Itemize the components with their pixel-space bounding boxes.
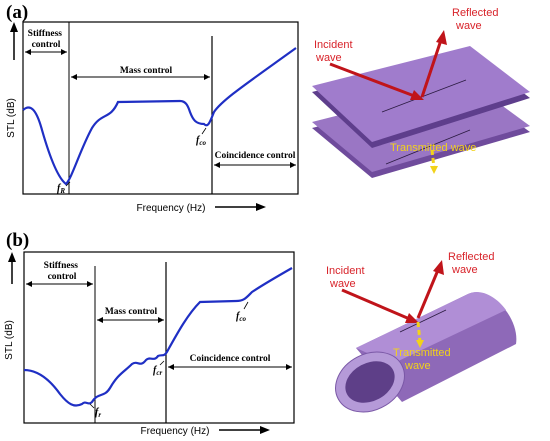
y-axis-label-a: STL (dB) — [6, 98, 17, 138]
incident-wave-label-a: Incident wave — [314, 39, 356, 64]
mass-arrowhead-right-a — [204, 74, 210, 80]
incident-wave-arrowhead-a — [410, 90, 424, 100]
cylinder-end-inner — [345, 361, 395, 403]
stiffness-arrowhead-left-a — [25, 49, 31, 55]
x-axis-arrowhead-b — [260, 426, 270, 434]
reflected-wave-arrow-a — [420, 39, 443, 98]
stiffness-label-a-2: control — [32, 40, 61, 50]
coincidence-arrowhead-right-a — [290, 162, 296, 168]
reflected-wave-label-a: Reflected wave — [452, 7, 502, 32]
stiffness-label-b-1: Stiffness — [44, 261, 79, 271]
incident-wave-arrow-b — [341, 288, 413, 322]
incident-wave-arrowhead-b — [405, 313, 419, 323]
reflected-wave-label-b-2: wave — [451, 264, 478, 276]
marker-fcr-b-pointer — [159, 360, 165, 366]
panel-label-b: (b) — [6, 230, 30, 251]
coincidence-label-a: Coincidence control — [215, 151, 296, 161]
stiffness-label-b-2: control — [48, 272, 77, 282]
x-axis-label-b: Frequency (Hz) — [141, 426, 210, 437]
x-axis-arrowhead-a — [256, 203, 266, 211]
transmitted-wave-arrowhead-b — [416, 340, 424, 348]
cylinder-line — [399, 309, 447, 333]
stl-curve-a — [22, 47, 297, 186]
coincidence-arrowhead-left-b — [168, 364, 174, 370]
panel-a-figure: STL (dB) Stiffness control Mass control … — [6, 7, 530, 214]
stiffness-label-a: Stiffness control — [28, 29, 65, 50]
reflected-wave-arrow-b — [416, 269, 440, 319]
reflected-wave-arrowhead-b — [433, 260, 444, 275]
stiffness-label-b: Stiffness control — [44, 261, 81, 282]
lower-plate-line — [385, 129, 471, 165]
panel-label-a: (a) — [6, 2, 29, 23]
transmitted-wave-label-a: Transmitted wave — [390, 142, 476, 154]
coincidence-arrowhead-right-b — [286, 364, 292, 370]
incident-wave-label-a-2: wave — [315, 52, 342, 64]
coincidence-arrowhead-left-a — [214, 162, 220, 168]
mass-label-b: Mass control — [105, 307, 158, 317]
reflected-wave-arrowhead-a — [436, 30, 447, 45]
coincidence-label-b: Coincidence control — [190, 354, 271, 364]
plot-frame-a — [22, 21, 299, 195]
reflected-wave-label-a-2: wave — [455, 20, 482, 32]
upper-plate — [312, 46, 530, 142]
stl-curve-b — [23, 267, 293, 407]
cylinder-highlight — [356, 291, 506, 364]
incident-wave-arrow-a — [329, 62, 418, 99]
panel-b: (b) STL (dB) Stiffness control Mass cont… — [0, 222, 550, 441]
plot-frame-b — [23, 251, 295, 424]
incident-wave-label-b-2: wave — [329, 278, 356, 290]
marker-fr-a-pointer — [65, 181, 71, 187]
marker-fco-a: fco — [196, 135, 206, 147]
reflected-wave-label-b: Reflected wave — [448, 251, 498, 276]
stiffness-arrowhead-right-a — [61, 49, 67, 55]
marker-fr-b-pointer — [89, 403, 95, 409]
marker-fco-a-pointer — [201, 127, 207, 135]
transmitted-wave-arrowhead-a — [430, 166, 438, 174]
upper-plate-line — [381, 79, 467, 113]
mass-label-a: Mass control — [120, 66, 173, 76]
plates-illustration — [312, 46, 530, 178]
stiffness-arrowhead-right-b — [87, 281, 93, 287]
mass-arrowhead-right-b — [158, 317, 164, 323]
y-axis-arrowhead-b — [8, 252, 16, 262]
incident-wave-label-b-1: Incident — [326, 265, 365, 277]
panel-b-figure: STL (dB) Stiffness control Mass control … — [4, 251, 517, 437]
mass-arrowhead-left-b — [97, 317, 103, 323]
transmitted-wave-label-b-2: wave — [404, 360, 431, 372]
stiffness-arrowhead-left-b — [26, 281, 32, 287]
marker-fr-a: fR — [57, 183, 65, 195]
panel-a: (a) STL (dB) Stiffness control Mass cont… — [0, 0, 550, 218]
mass-arrowhead-left-a — [71, 74, 77, 80]
marker-fcr-b: fcr — [153, 365, 162, 377]
cylinder-illustration — [335, 291, 517, 413]
transmitted-wave-label-b-1: Transmitted — [393, 347, 451, 359]
reflected-wave-label-b-1: Reflected — [448, 251, 494, 263]
stiffness-label-a-1: Stiffness — [28, 29, 63, 39]
transmitted-wave-label-b: Transmitted wave — [393, 347, 454, 372]
marker-fr-b: fr — [95, 407, 101, 419]
marker-fco-b: fco — [236, 311, 246, 323]
marker-fco-b-pointer — [243, 301, 249, 310]
transmitted-wave-arrow-a — [430, 149, 436, 169]
y-axis-arrowhead-a — [10, 22, 18, 32]
incident-wave-label-b: Incident wave — [326, 265, 368, 290]
reflected-wave-label-a-1: Reflected — [452, 7, 498, 19]
transmitted-wave-arrow-b — [416, 321, 422, 343]
x-axis-label-a: Frequency (Hz) — [137, 203, 206, 214]
incident-wave-label-a-1: Incident — [314, 39, 353, 51]
y-axis-label-b: STL (dB) — [4, 320, 15, 360]
